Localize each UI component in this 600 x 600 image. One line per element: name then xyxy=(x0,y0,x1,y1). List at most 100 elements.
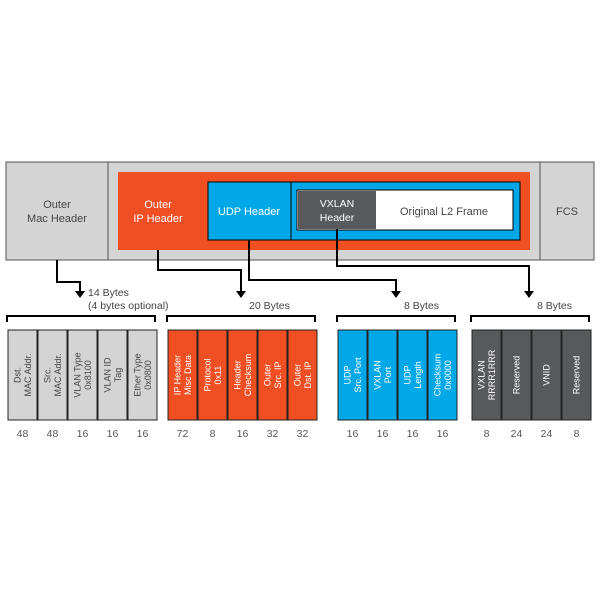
field-bits-label: 16 xyxy=(347,428,359,440)
field-box xyxy=(127,329,158,421)
field-label: Misc Data xyxy=(183,355,193,395)
field-label: MAC Addr. xyxy=(53,353,63,396)
vxlan-header-label-2: Header xyxy=(320,212,355,224)
field-label: RRRR1RRR xyxy=(487,349,497,400)
field-box xyxy=(427,329,458,421)
size-label-vxlan: 8 Bytes xyxy=(537,300,572,312)
field-label: Outer xyxy=(262,364,272,387)
field-label: Checksum xyxy=(243,354,253,397)
outer-mac-header-box xyxy=(5,161,109,261)
field-label: 0x8100 xyxy=(83,360,93,390)
field-box xyxy=(471,329,502,421)
field-label: Header xyxy=(232,360,242,390)
outer-mac-header-label-1: Outer xyxy=(43,199,71,211)
field-bits-label: 16 xyxy=(407,428,419,440)
connector-lines xyxy=(56,229,530,292)
field-bits-label: 24 xyxy=(511,428,523,440)
connector-ip xyxy=(157,250,242,292)
field-box xyxy=(67,329,98,421)
field-label: Protocol xyxy=(202,358,212,391)
field-label: VXLAN xyxy=(372,360,382,390)
arrowhead-udp xyxy=(391,291,401,298)
field-label: VXLAN xyxy=(476,360,486,390)
field-label: VNID xyxy=(542,364,552,386)
field-label: 0x0800 xyxy=(143,360,153,390)
outer-ip-header-label-1: Outer xyxy=(144,199,172,211)
field-label: 0x11 xyxy=(213,366,223,385)
field-label: Checksum xyxy=(432,354,442,397)
fcs-box xyxy=(539,161,595,261)
field-bits-label: 16 xyxy=(137,428,149,440)
field-box xyxy=(197,329,228,421)
field-label: Outer xyxy=(292,364,302,387)
field-label: IP Header xyxy=(172,355,182,395)
bracket-vxlan xyxy=(470,315,590,322)
field-bits-label: 16 xyxy=(437,428,449,440)
field-box xyxy=(97,329,128,421)
field-box xyxy=(167,329,198,421)
arrowhead-ip xyxy=(236,291,246,298)
field-bits-label: 72 xyxy=(177,428,189,440)
connector-mac xyxy=(56,260,81,292)
field-bits-label: 32 xyxy=(297,428,309,440)
arrowhead-mac xyxy=(75,291,85,298)
field-label: Src. IP xyxy=(273,361,283,388)
brackets xyxy=(6,315,590,322)
field-box xyxy=(287,329,318,421)
field-label: VLAN ID xyxy=(102,357,112,393)
size-label-udp: 8 Bytes xyxy=(404,300,439,312)
field-box xyxy=(501,329,532,421)
field-label: Dst. xyxy=(12,367,22,383)
field-box xyxy=(561,329,592,421)
arrowheads xyxy=(75,291,534,298)
field-box xyxy=(227,329,258,421)
field-bits-label: 16 xyxy=(377,428,389,440)
field-box xyxy=(337,329,368,421)
outer-mac-header-label-2: Mac Header xyxy=(27,213,87,225)
field-label: UDP xyxy=(342,365,352,384)
field-box xyxy=(7,329,38,421)
field-bits-label: 16 xyxy=(77,428,89,440)
field-label: 0x0000 xyxy=(443,360,453,390)
vxlan-header-box xyxy=(298,191,376,229)
field-label: Reserved xyxy=(512,356,522,395)
field-box xyxy=(367,329,398,421)
connector-vxlan xyxy=(336,229,530,292)
bracket-mac xyxy=(6,315,156,322)
field-bits-label: 8 xyxy=(574,428,580,440)
size-label-mac-1: 14 Bytes xyxy=(88,287,129,299)
vxlan-header-label-1: VXLAN xyxy=(320,198,354,210)
field-box xyxy=(37,329,68,421)
outer-ip-header-box xyxy=(118,172,198,250)
field-bits-label: 24 xyxy=(541,428,553,440)
field-bits-label: 48 xyxy=(47,428,59,440)
field-label: Ether Type xyxy=(132,353,142,396)
field-bits-label: 48 xyxy=(17,428,29,440)
arrowhead-vxlan xyxy=(524,291,534,298)
field-label: VLAN Type xyxy=(72,352,82,397)
udp-header-label: UDP Header xyxy=(218,206,280,218)
bracket-ip xyxy=(166,315,316,322)
field-label: UDP xyxy=(402,365,412,384)
field-bits-label: 8 xyxy=(210,428,216,440)
field-box xyxy=(257,329,288,421)
field-label: Tag xyxy=(113,368,123,383)
field-bits-label: 8 xyxy=(484,428,490,440)
field-label: MAC Addr. xyxy=(23,353,33,396)
field-box xyxy=(397,329,428,421)
field-label: Src. xyxy=(42,367,52,383)
field-bits-label: 16 xyxy=(237,428,249,440)
field-label: Src. Port xyxy=(353,357,363,393)
field-box xyxy=(531,329,562,421)
size-label-mac-2: (4 bytes optional) xyxy=(88,300,169,312)
field-bits-label: 16 xyxy=(107,428,119,440)
connector-udp xyxy=(248,240,397,292)
field-label: Port xyxy=(383,366,393,383)
fcs-label: FCS xyxy=(556,206,578,218)
field-label: Length xyxy=(413,361,423,389)
size-label-ip: 20 Bytes xyxy=(249,300,290,312)
bracket-udp xyxy=(336,315,456,322)
outer-ip-header-label-2: IP Header xyxy=(133,213,183,225)
